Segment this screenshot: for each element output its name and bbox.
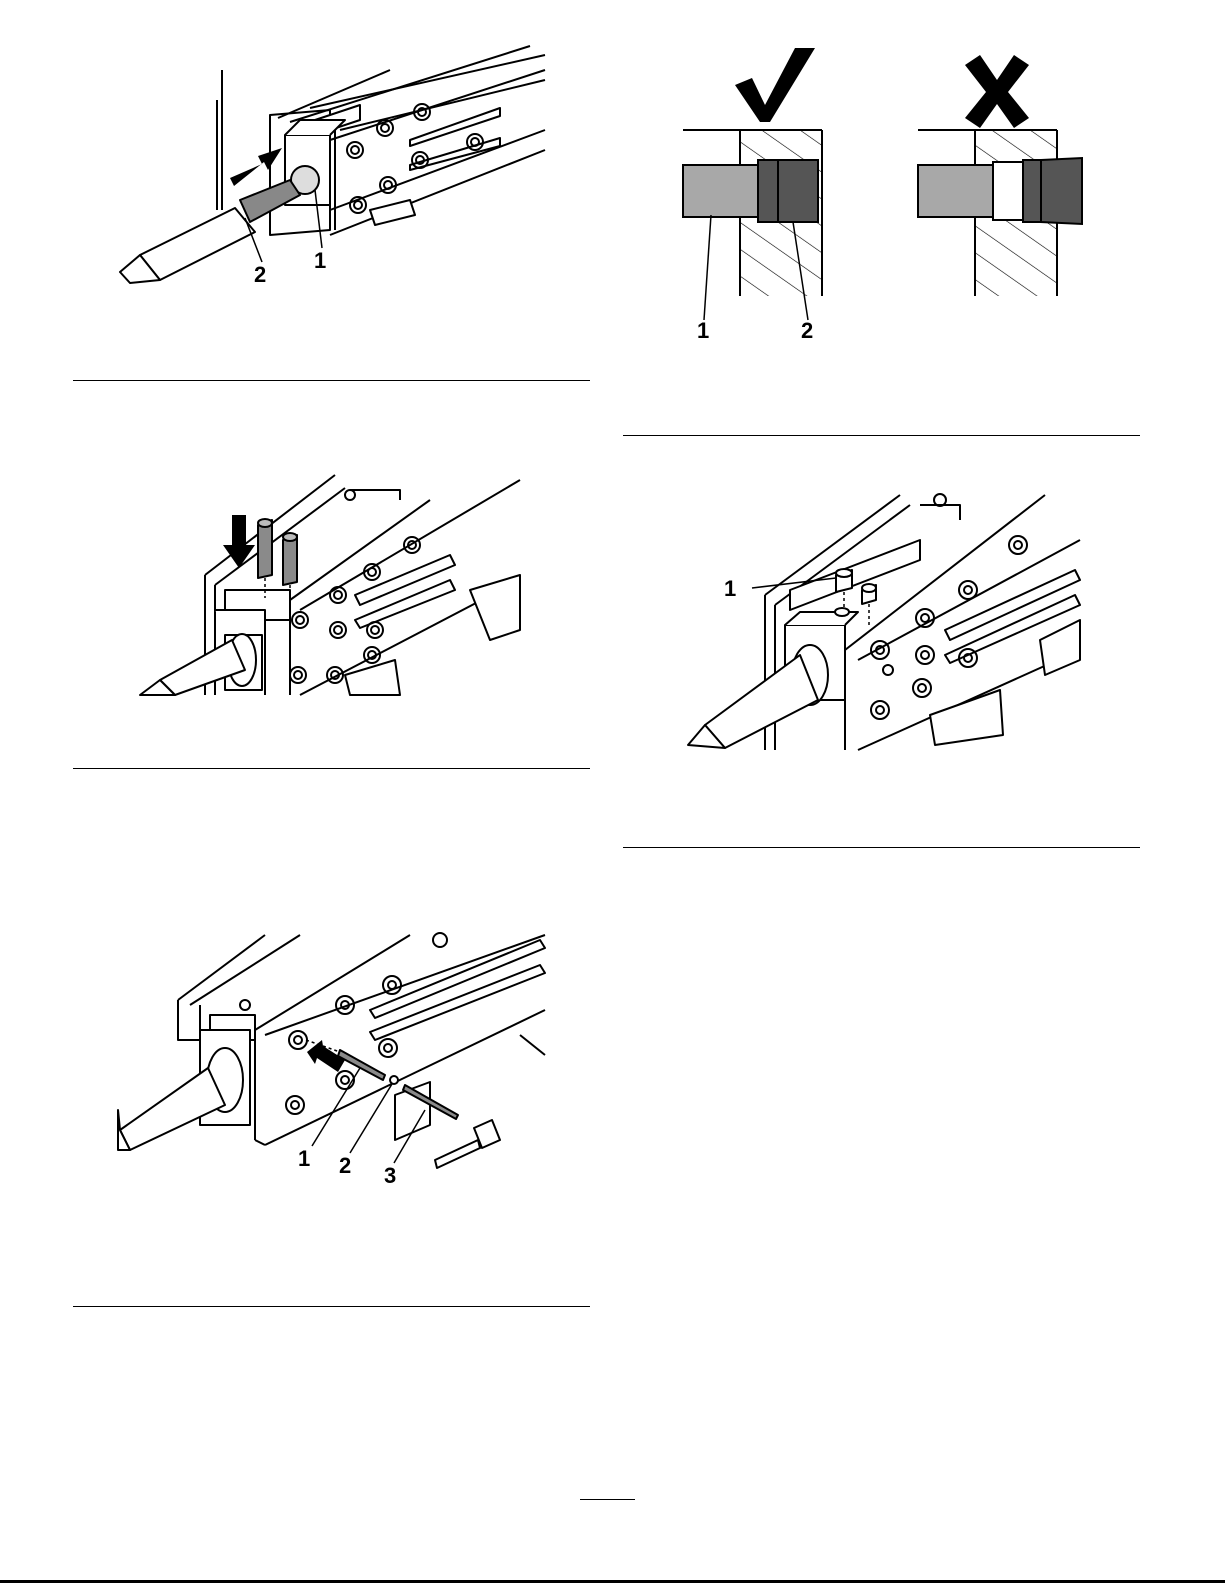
figure-5-callout-1: 1 xyxy=(724,578,736,600)
footer-rule xyxy=(0,1580,1225,1583)
page-number-underline xyxy=(580,1499,635,1500)
divider-5 xyxy=(623,847,1140,848)
